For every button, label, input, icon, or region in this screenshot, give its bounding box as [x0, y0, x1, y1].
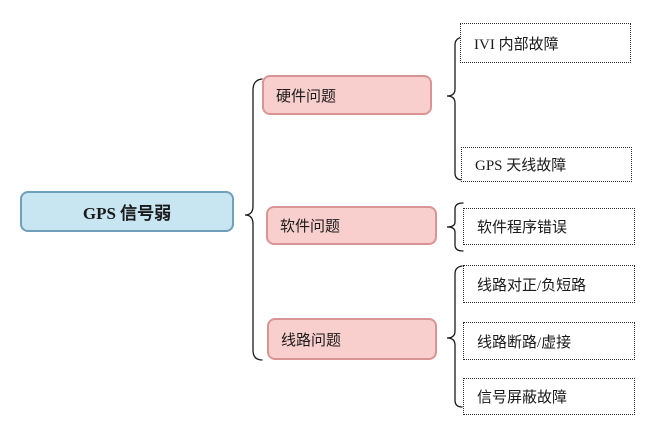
leaf-gps-antenna-label: GPS 天线故障 [475, 158, 567, 174]
leaf-node-software-program-error: 软件程序错误 [463, 208, 635, 245]
leaf-wire-open-label: 线路断路/虚接 [477, 334, 572, 351]
brace-wiring-to-leaves [446, 265, 463, 408]
leaf-node-signal-shielding-fault: 信号屏蔽故障 [463, 378, 635, 415]
leaf-ivi-label: IVI 内部故障 [474, 36, 559, 53]
root-node-gps-signal-weak: GPS 信号弱 [20, 191, 234, 232]
branch-node-software: 软件问题 [266, 206, 437, 245]
root-node-label: GPS 信号弱 [82, 204, 172, 223]
branch-software-label: 软件问题 [280, 219, 341, 235]
brace-root-to-branches [244, 78, 263, 361]
branch-node-wiring: 线路问题 [267, 318, 437, 360]
branch-wiring-label: 线路问题 [281, 332, 342, 349]
leaf-node-wire-open-loose: 线路断路/虚接 [463, 322, 635, 360]
leaf-software-error-label: 软件程序错误 [477, 220, 568, 236]
leaf-node-gps-antenna-fault: GPS 天线故障 [461, 147, 632, 182]
branch-hardware-label: 硬件问题 [276, 88, 337, 105]
branch-node-hardware: 硬件问题 [262, 75, 432, 115]
leaf-node-wire-short-circuit: 线路对正/负短路 [463, 265, 635, 303]
leaf-signal-shield-label: 信号屏蔽故障 [477, 390, 568, 406]
leaf-node-ivi-internal-fault: IVI 内部故障 [460, 23, 631, 63]
leaf-wire-short-label: 线路对正/负短路 [477, 277, 587, 294]
brace-software-to-leaves [446, 202, 464, 252]
